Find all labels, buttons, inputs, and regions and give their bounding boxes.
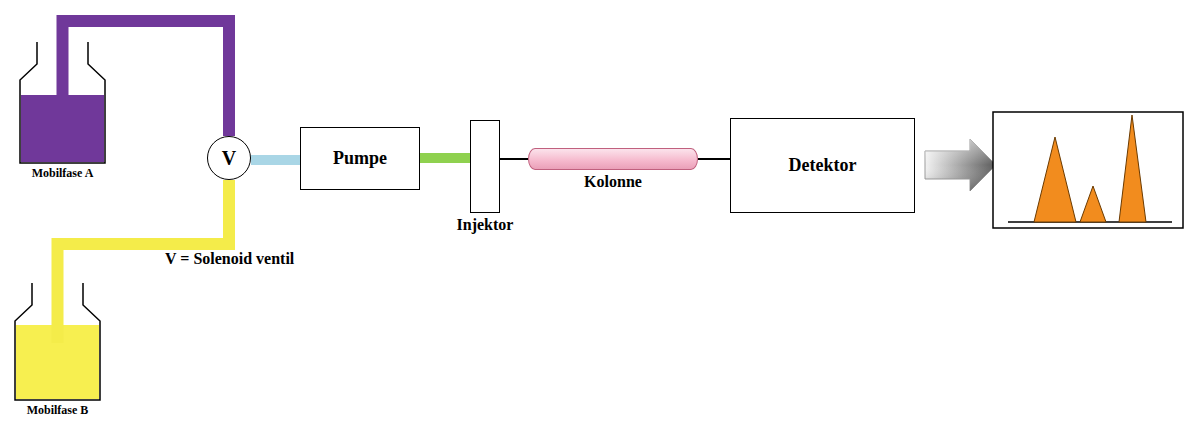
pump-box: Pumpe: [300, 127, 420, 190]
node-label: Mobilfase B: [27, 400, 89, 417]
bottle-outline: [20, 42, 105, 163]
column-tube: Kolonne: [528, 148, 698, 170]
flow-pipe: [698, 158, 730, 160]
output-arrow: [925, 139, 996, 191]
flow-pipe: [420, 153, 470, 163]
node-label: Kolonne: [584, 169, 642, 191]
flow-pipe: [251, 155, 300, 165]
node-label: Injektor: [457, 212, 514, 234]
reservoir-bottle: Mobilfase B: [15, 283, 100, 400]
node-label: Pumpe: [333, 149, 387, 169]
valve-legend-note: V = Solenoid ventil: [165, 250, 294, 268]
reservoir-bottle: Mobilfase A: [20, 42, 105, 163]
detector-box: Detektor: [730, 118, 915, 213]
node-label: Detektor: [789, 156, 857, 176]
flow-pipe: [58, 180, 230, 283]
node-label: V: [222, 147, 236, 169]
chromatogram: [993, 112, 1183, 228]
bottle-outline: [15, 283, 100, 400]
solenoid-valve: V: [207, 136, 251, 180]
flow-pipe: [500, 158, 528, 160]
node-label: Mobilfase A: [32, 163, 94, 180]
injector-box: Injektor: [470, 120, 500, 213]
